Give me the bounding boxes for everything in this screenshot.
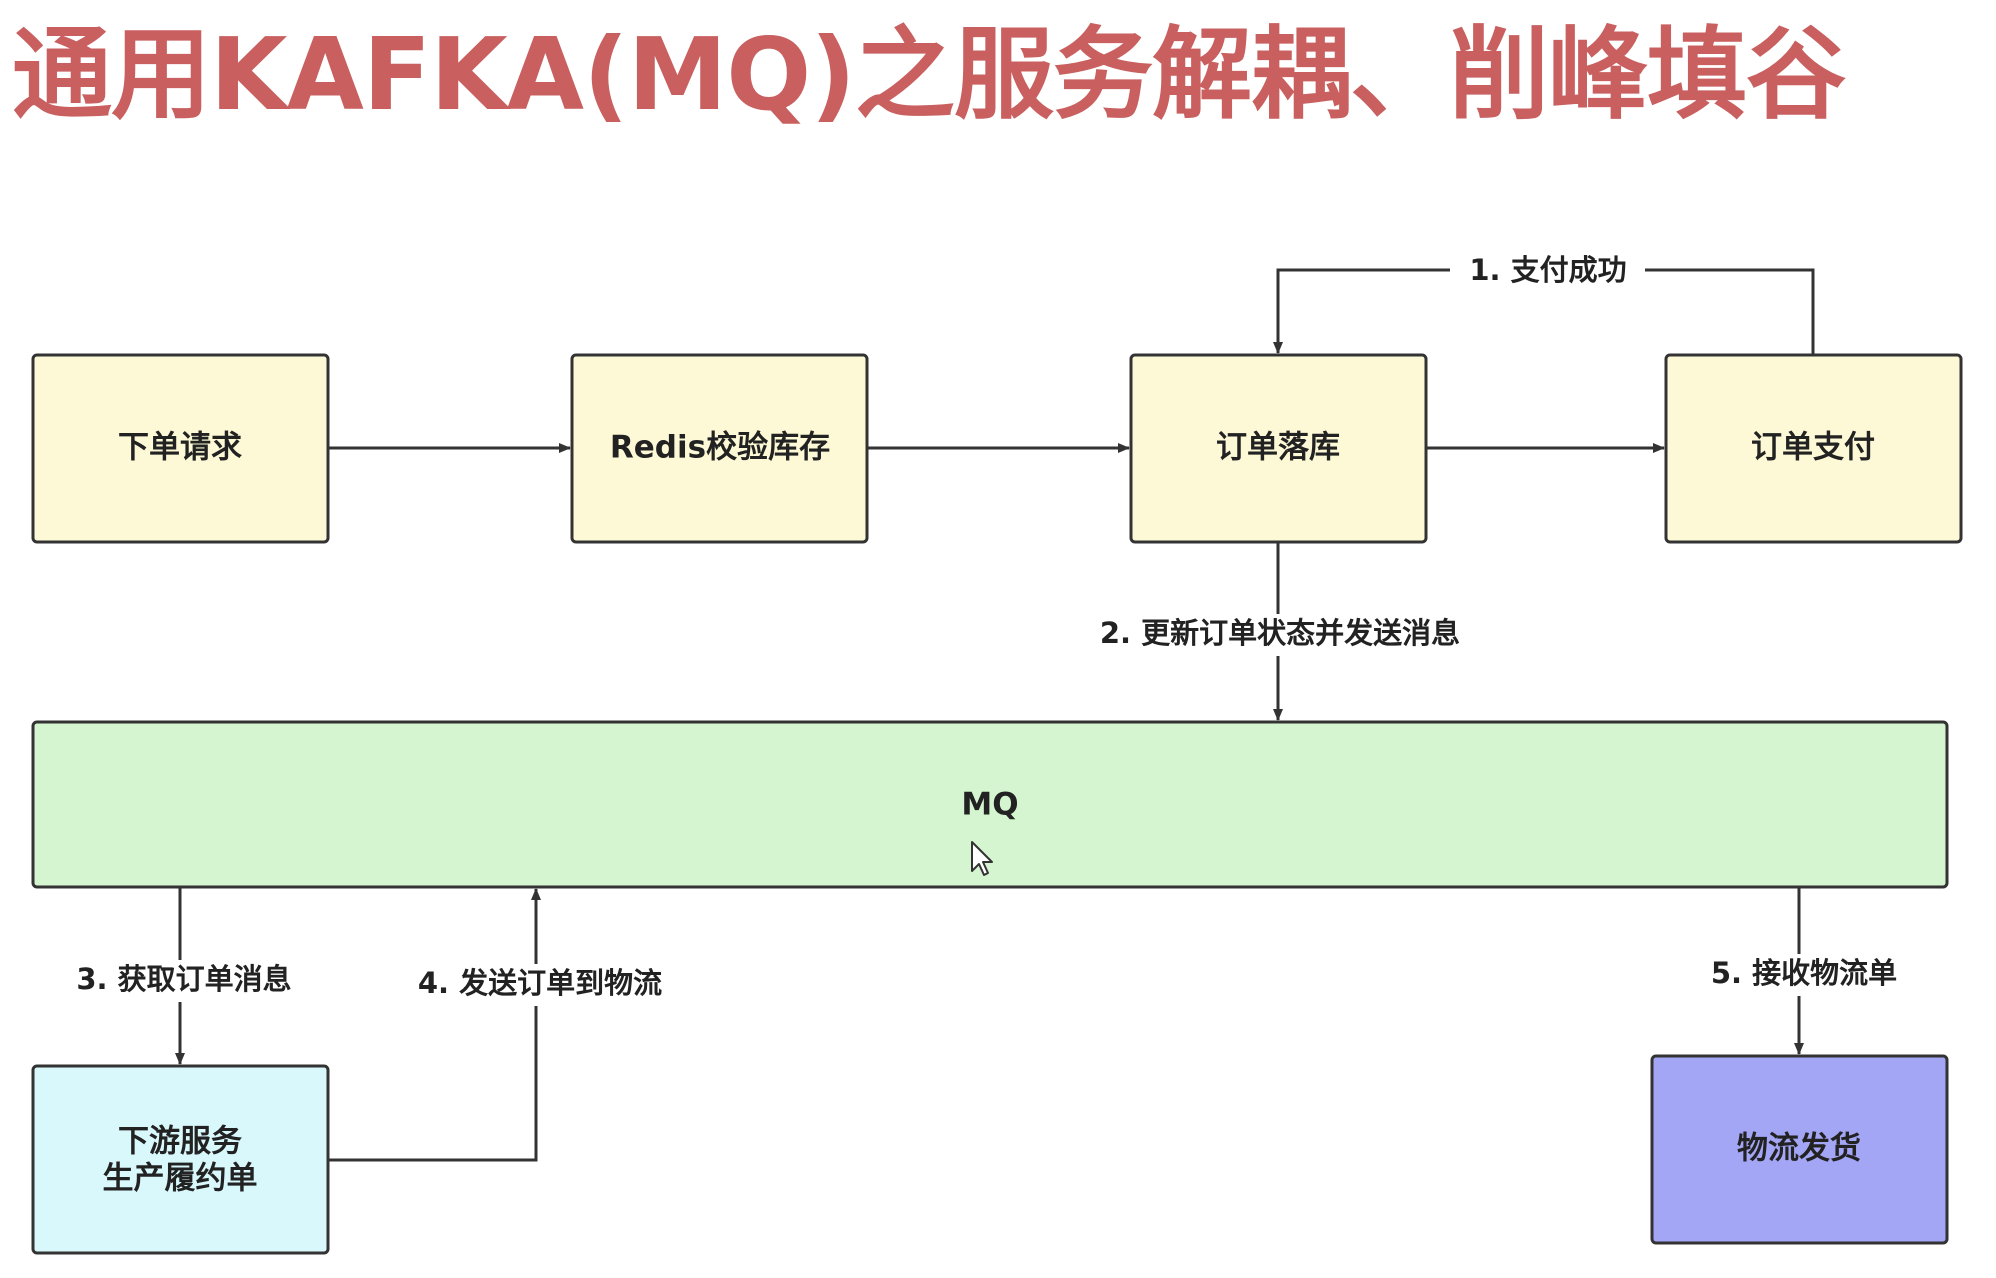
node-downstream-service: [31, 1064, 330, 1255]
node-order-request-label: 下单请求: [118, 430, 242, 466]
node-order-persist-label: 订单落库: [1216, 430, 1340, 466]
mouse-cursor-icon: [971, 841, 993, 876]
node-redis-check-label: Redis校验库存: [610, 430, 830, 466]
edge-send-logistics: [328, 888, 541, 1162]
node-mq-label: MQ: [961, 787, 1018, 823]
edge-send-logistics-label: 4. 发送订单到物流: [418, 966, 662, 1000]
node-downstream-label-line2: 生产履约单: [103, 1161, 258, 1197]
page-title: 通用KAFKA(MQ)之服务解耦、削峰填谷: [12, 16, 1846, 133]
node-downstream-label-line1: 下游服务: [118, 1124, 242, 1160]
edge-get-message-label: 3. 获取订单消息: [76, 962, 291, 996]
edge-receive-logistics-label: 5. 接收物流单: [1711, 956, 1897, 990]
node-logistics-ship-label: 物流发货: [1737, 1131, 1861, 1167]
node-order-pay-label: 订单支付: [1751, 430, 1875, 466]
edge-update-send-label: 2. 更新订单状态并发送消息: [1100, 616, 1460, 650]
node-mq: [31, 720, 1949, 889]
edge-pay-success-label: 1. 支付成功: [1469, 253, 1626, 287]
node-logistics-ship: [1650, 1054, 1949, 1245]
